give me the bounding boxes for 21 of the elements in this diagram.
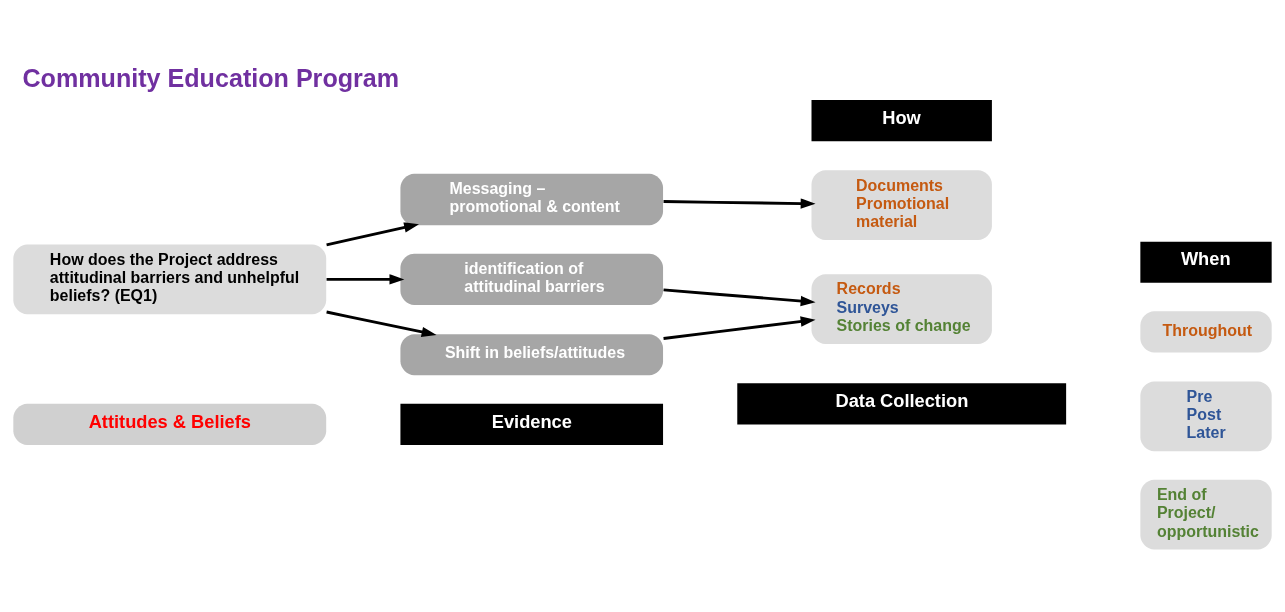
arrow bbox=[326, 221, 419, 246]
diagram-title: Community Education Program bbox=[22, 63, 400, 92]
node-box: Evidence bbox=[400, 403, 664, 445]
node-box: How bbox=[811, 99, 992, 141]
node-box: Data Collection bbox=[737, 382, 1067, 424]
node-box: End of Project/ opportunistic bbox=[1140, 479, 1272, 549]
arrow bbox=[663, 288, 816, 306]
node-box: Pre Post Later bbox=[1140, 381, 1272, 451]
node-box: Throughout bbox=[1140, 310, 1272, 352]
arrow bbox=[326, 273, 405, 285]
node-box: identification of attitudinal barriers bbox=[400, 253, 664, 305]
node-box: Records Surveys Stories of change bbox=[811, 273, 992, 344]
arrow bbox=[663, 197, 816, 209]
node-box: Documents Promotional material bbox=[811, 169, 992, 240]
node-box: When bbox=[1140, 241, 1272, 283]
arrow bbox=[326, 310, 437, 337]
node-box: How does the Project address attitudinal barriers and unhelpful beliefs? (EQ1) bbox=[13, 244, 327, 314]
node-box: Attitudes & Beliefs bbox=[13, 403, 327, 445]
node-box: Shift in beliefs/attitudes bbox=[400, 333, 664, 375]
node-box: Messaging – promotional & content bbox=[400, 173, 664, 225]
arrow bbox=[663, 315, 816, 340]
